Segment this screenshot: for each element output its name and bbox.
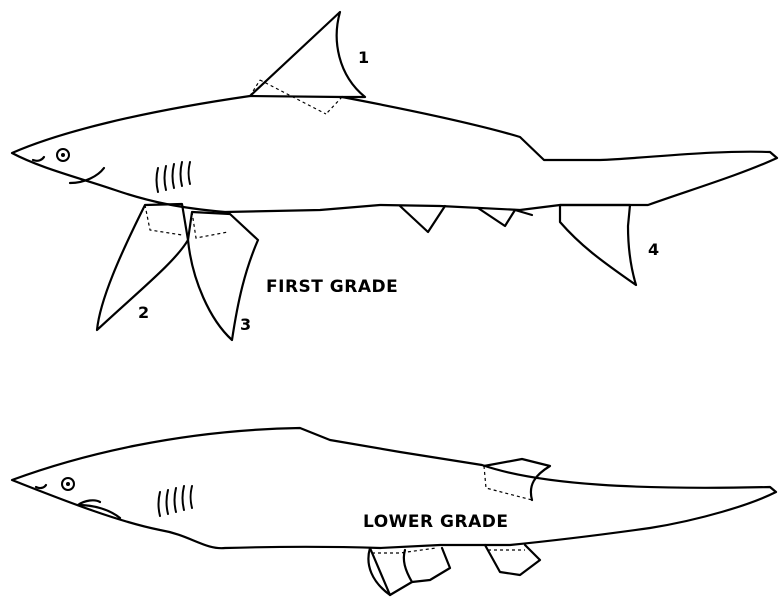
lower-grade-second-dorsal-fin	[484, 459, 550, 500]
lower-grade-shark: LOWER GRADE	[12, 428, 776, 595]
lower-grade-shark-nostril	[36, 485, 46, 488]
first-grade-small-ventral-fin	[515, 210, 532, 215]
lower-grade-caption: LOWER GRADE	[363, 512, 508, 532]
first-grade-pelvic-fin	[400, 206, 445, 232]
first-grade-lower-caudal-fin	[560, 205, 636, 285]
fin-label-1: 1	[358, 48, 369, 67]
first-grade-caption: FIRST GRADE	[266, 277, 398, 297]
first-grade-shark-body	[12, 96, 777, 212]
first-grade-shark: 1 2 3 4 FIRST GRADE	[12, 12, 777, 340]
first-grade-anal-fin	[478, 208, 515, 226]
lower-grade-shark-gill-slits	[159, 486, 193, 516]
first-grade-shark-nostril	[33, 157, 44, 161]
first-grade-shark-gill-slits	[157, 162, 191, 192]
fin-label-2: 2	[138, 303, 149, 322]
fin-label-3: 3	[240, 315, 251, 334]
first-grade-shark-mouth	[70, 168, 104, 183]
fin-label-4: 4	[648, 240, 659, 259]
